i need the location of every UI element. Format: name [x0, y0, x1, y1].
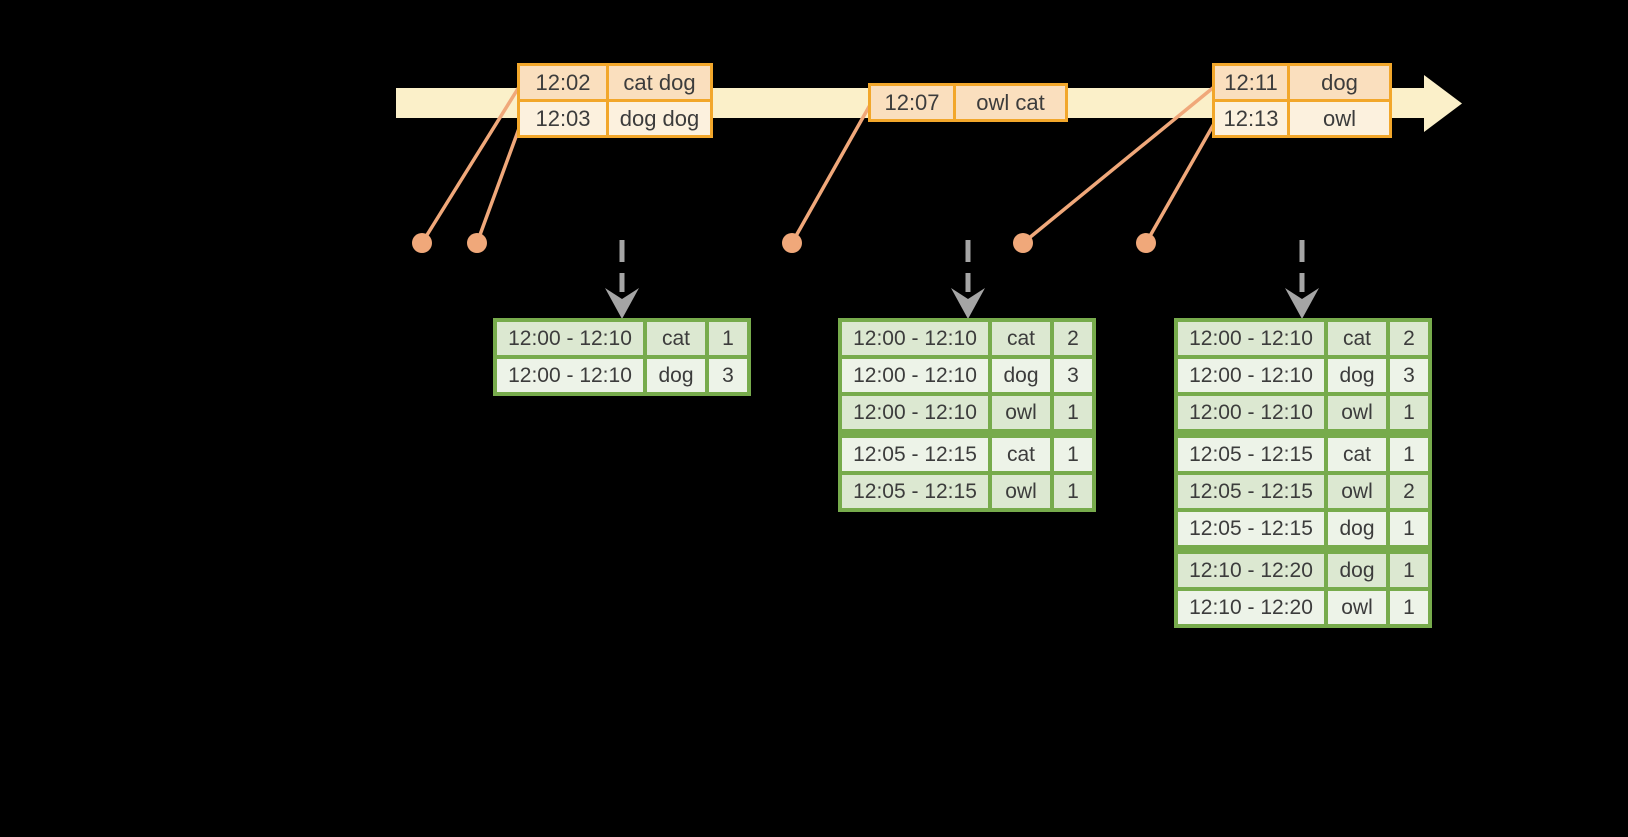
trigger-arrow-icon [951, 240, 985, 319]
timeline-arrowhead-icon [1424, 75, 1462, 132]
count-cell: 1 [1390, 554, 1428, 587]
count-cell: 1 [1054, 475, 1092, 508]
word-cell: owl [992, 475, 1050, 508]
event-dot [1136, 233, 1156, 253]
event-time-cell: 12:03 [520, 102, 606, 135]
connector-line [790, 104, 872, 244]
event-time-cell: 12:02 [520, 66, 606, 99]
word-cell: dog [992, 359, 1050, 392]
word-cell: owl [1328, 591, 1386, 624]
window-cell: 12:00 - 12:10 [842, 322, 988, 355]
count-cell: 3 [709, 359, 747, 392]
event-words-cell: owl [1290, 102, 1389, 135]
event-time-cell: 12:13 [1215, 102, 1287, 135]
count-cell: 1 [1390, 512, 1428, 545]
count-cell: 1 [1054, 396, 1092, 429]
count-cell: 2 [1390, 475, 1428, 508]
word-cell: dog [647, 359, 705, 392]
count-cell: 3 [1390, 359, 1428, 392]
window-cell: 12:05 - 12:15 [1178, 475, 1324, 508]
connector-line [1021, 85, 1216, 245]
count-cell: 1 [1390, 438, 1428, 471]
word-cell: cat [1328, 438, 1386, 471]
count-cell: 1 [709, 322, 747, 355]
window-cell: 12:00 - 12:10 [1178, 322, 1324, 355]
window-cell: 12:10 - 12:20 [1178, 591, 1324, 624]
window-cell: 12:05 - 12:15 [842, 475, 988, 508]
count-cell: 2 [1390, 322, 1428, 355]
count-cell: 1 [1054, 438, 1092, 471]
event-time-cell: 12:07 [871, 86, 953, 119]
event-words-cell: owl cat [956, 86, 1065, 119]
window-cell: 12:00 - 12:10 [842, 396, 988, 429]
word-cell: cat [1328, 322, 1386, 355]
word-cell: owl [1328, 396, 1386, 429]
trigger-arrow-icon [605, 240, 639, 319]
count-cell: 2 [1054, 322, 1092, 355]
word-cell: cat [647, 322, 705, 355]
window-cell: 12:05 - 12:15 [1178, 512, 1324, 545]
event-connectors [420, 85, 1217, 245]
word-cell: dog [1328, 359, 1386, 392]
window-cell: 12:00 - 12:10 [497, 359, 643, 392]
word-cell: owl [992, 396, 1050, 429]
window-cell: 12:00 - 12:10 [1178, 396, 1324, 429]
event-words-cell: dog [1290, 66, 1389, 99]
event-time-cell: 12:11 [1215, 66, 1287, 99]
window-cell: 12:05 - 12:15 [1178, 438, 1324, 471]
connector-line [420, 86, 521, 244]
word-cell: cat [992, 438, 1050, 471]
event-dots [412, 233, 1156, 253]
event-words-cell: cat dog [609, 66, 710, 99]
window-cell: 12:10 - 12:20 [1178, 554, 1324, 587]
window-cell: 12:00 - 12:10 [842, 359, 988, 392]
event-dot [782, 233, 802, 253]
word-cell: owl [1328, 475, 1386, 508]
window-cell: 12:00 - 12:10 [497, 322, 643, 355]
word-cell: dog [1328, 554, 1386, 587]
word-cell: dog [1328, 512, 1386, 545]
window-cell: 12:05 - 12:15 [842, 438, 988, 471]
trigger-arrow-icon [1285, 240, 1319, 319]
connector-line [475, 122, 523, 244]
word-cell: cat [992, 322, 1050, 355]
connector-line [1144, 121, 1217, 244]
window-cell: 12:00 - 12:10 [1178, 359, 1324, 392]
event-dot [467, 233, 487, 253]
count-cell: 1 [1390, 396, 1428, 429]
event-dot [412, 233, 432, 253]
event-words-cell: dog dog [609, 102, 710, 135]
count-cell: 1 [1390, 591, 1428, 624]
trigger-arrows [605, 240, 1319, 319]
event-dot [1013, 233, 1033, 253]
count-cell: 3 [1054, 359, 1092, 392]
